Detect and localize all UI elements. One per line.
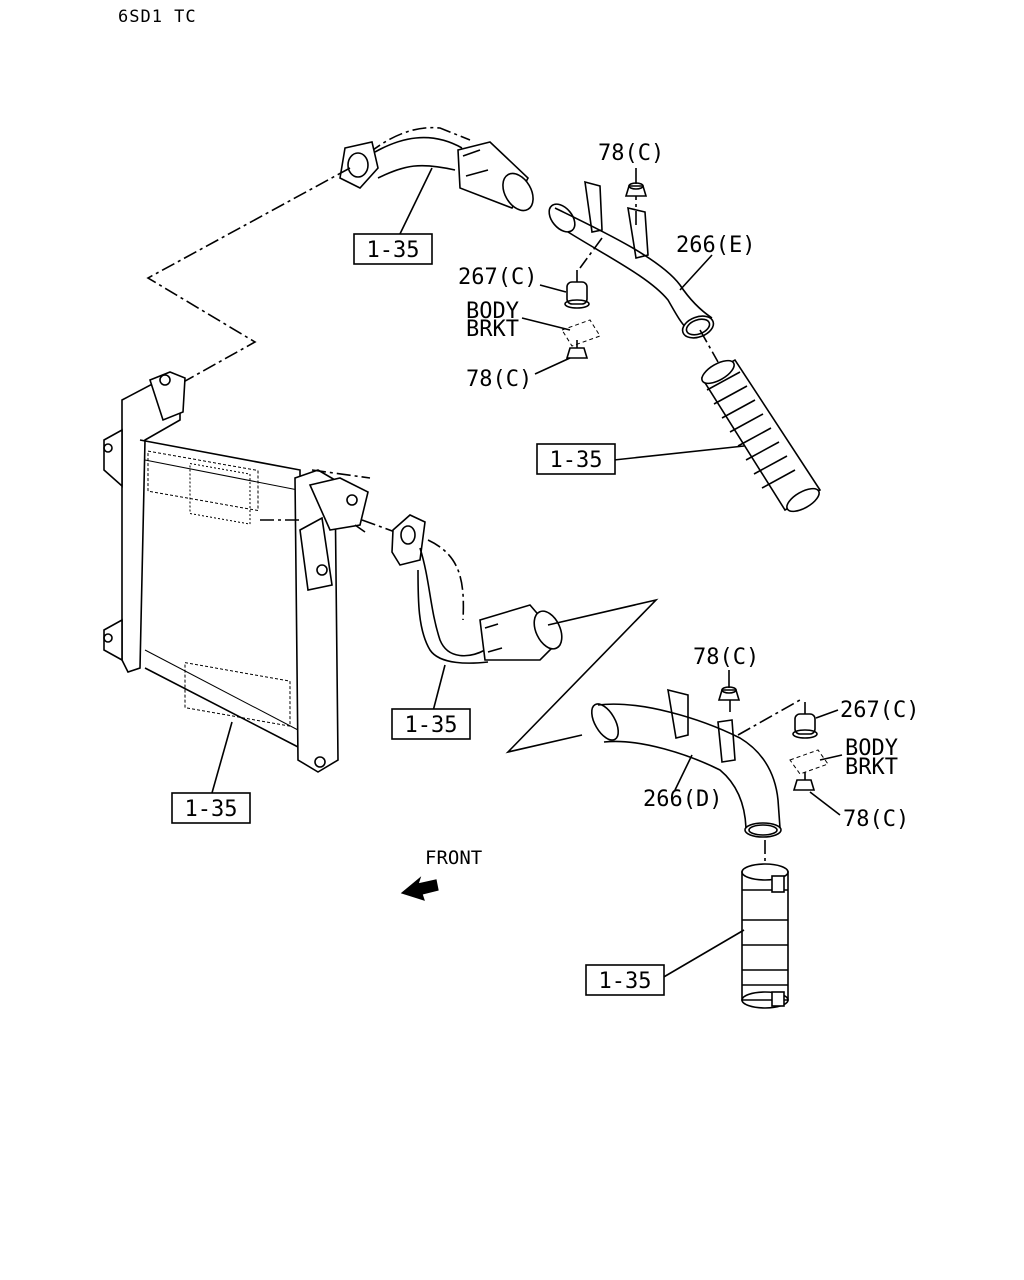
ref-lower-pipe: 1-35 bbox=[405, 713, 458, 738]
callout-mount-upper: 267(C) bbox=[458, 265, 537, 290]
core-fins-bottom bbox=[184, 662, 291, 727]
callout-pipe-upper: 266(E) bbox=[676, 233, 755, 258]
leader-ref-upper-hose bbox=[613, 445, 745, 461]
intercooler-pipe-upper bbox=[548, 180, 715, 339]
front-arrow-icon bbox=[400, 876, 439, 901]
callout-nut-lower-top: 78(C) bbox=[693, 645, 759, 670]
mount-lower-icon bbox=[792, 702, 818, 739]
callout-bracket-upper-line2: BRKT bbox=[466, 317, 519, 342]
ref-radiator: 1-35 bbox=[185, 797, 238, 822]
intercooler-pipe-lower bbox=[590, 688, 801, 838]
leader-ref-radiator bbox=[209, 721, 233, 801]
body-bracket-upper-icon bbox=[561, 319, 601, 347]
leader-pipe-lower bbox=[674, 754, 693, 791]
ref-box-upper-hose bbox=[536, 443, 616, 475]
leader-nut-upper-bottom bbox=[534, 357, 571, 375]
callout-nut-upper-top: 78(C) bbox=[598, 141, 664, 166]
leader-ref-lower-hose bbox=[661, 929, 745, 979]
upper-corrugated-hose bbox=[699, 329, 822, 513]
front-label: FRONT bbox=[425, 847, 482, 869]
callout-nut-upper-bottom: 78(C) bbox=[466, 367, 532, 392]
leader-bracket-upper bbox=[521, 317, 571, 331]
leader-ref-lower-pipe bbox=[431, 664, 446, 716]
leader-pipe-upper bbox=[679, 254, 713, 291]
intercooler-core bbox=[103, 371, 371, 773]
upper-turbo-pipe bbox=[339, 126, 534, 212]
callout-bracket-upper-line1: BODY bbox=[466, 299, 519, 324]
lower-hose bbox=[741, 840, 789, 1009]
ref-lower-hose: 1-35 bbox=[599, 969, 652, 994]
nut-upper-top-icon bbox=[624, 182, 648, 197]
callout-mount-lower: 267(C) bbox=[840, 698, 919, 723]
diagram-title: 6SD1 TC bbox=[118, 7, 197, 27]
callout-bracket-lower-line2: BRKT bbox=[845, 755, 898, 780]
callout-bracket-lower-line1: BODY bbox=[845, 736, 898, 761]
ref-upper-hose: 1-35 bbox=[550, 448, 603, 473]
body-bracket-lower-icon bbox=[789, 749, 829, 775]
leader-mount-lower bbox=[815, 709, 839, 719]
leader-bracket-lower bbox=[819, 754, 843, 761]
callout-nut-lower-bottom: 78(C) bbox=[843, 807, 909, 832]
lower-turbo-pipe bbox=[361, 514, 563, 664]
ref-box-lower-pipe bbox=[391, 708, 471, 740]
nut-lower-bottom-icon bbox=[792, 772, 816, 791]
mount-upper-icon bbox=[564, 270, 590, 309]
leader-ref-upper-pipe bbox=[397, 167, 433, 239]
upper-pipe-connector-line bbox=[146, 167, 351, 386]
callout-pipe-lower: 266(D) bbox=[643, 787, 722, 812]
leader-mount-upper bbox=[539, 284, 567, 293]
ref-upper-pipe: 1-35 bbox=[367, 238, 420, 263]
ref-box-lower-hose bbox=[585, 964, 665, 996]
ref-box-upper-pipe bbox=[353, 233, 433, 265]
nut-lower-top-icon bbox=[717, 686, 741, 701]
leader-nut-lower-bottom bbox=[809, 791, 841, 816]
lower-pipe-connector-line bbox=[505, 598, 659, 754]
ref-box-radiator bbox=[171, 792, 251, 824]
core-fins-top bbox=[147, 450, 259, 525]
nut-upper-bottom-icon bbox=[565, 340, 589, 359]
